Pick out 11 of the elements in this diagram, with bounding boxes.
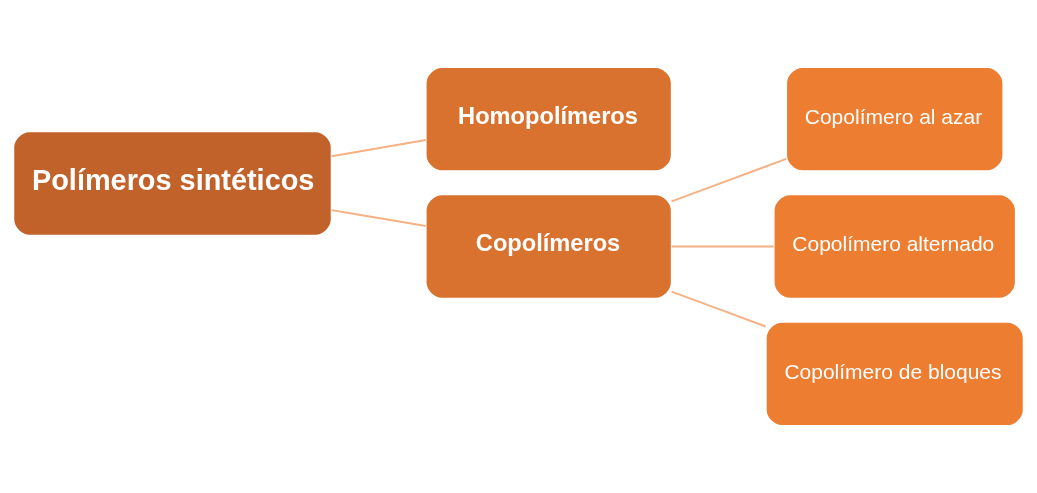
- node-box: Copolímero de bloques: [765, 321, 1025, 427]
- node-box: Copolímeros: [425, 193, 673, 300]
- connector: [330, 209, 427, 227]
- node-box: Homopolímeros: [425, 66, 673, 172]
- node-box: Polímeros sintéticos: [12, 130, 333, 236]
- connector: [670, 157, 788, 203]
- node-box: Copolímero al azar: [785, 66, 1004, 172]
- node-box: Copolímero alternado: [773, 193, 1017, 300]
- connector: [330, 139, 427, 158]
- connector: [670, 245, 775, 248]
- connector: [670, 290, 767, 328]
